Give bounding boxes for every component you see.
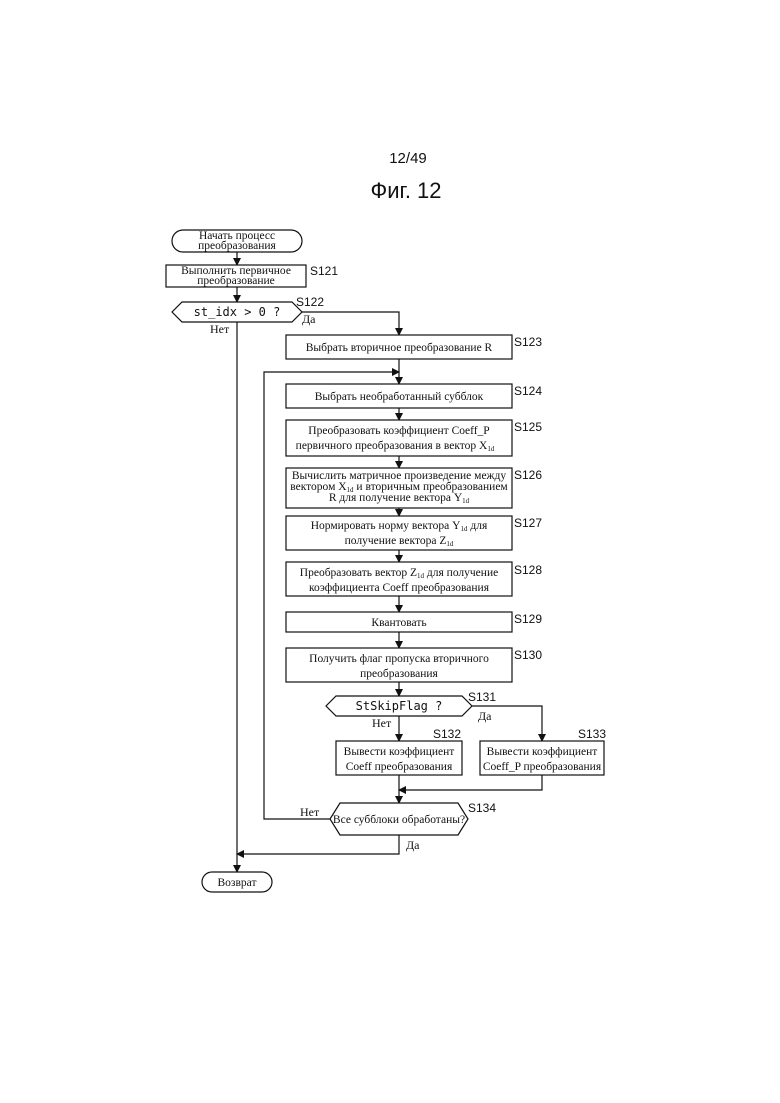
step-s133: Вывести коэффициент Coeff_P преобразован… [480, 727, 606, 775]
s134-condition: Все субблоки обработаны? [333, 814, 465, 826]
s121-step-label: S121 [310, 264, 338, 278]
step-s126: Вычислить матричное произведение между в… [286, 468, 542, 508]
step-s129: Квантовать S129 [286, 612, 542, 632]
step-s123: Выбрать вторичное преобразование R S123 [286, 335, 542, 359]
step-s128: Преобразовать вектор Z1d для получение к… [286, 562, 542, 596]
s126-step-label: S126 [514, 468, 542, 482]
s122-no-label: Нет [210, 322, 230, 336]
decision-s134: Все субблоки обработаны? S134 Нет Да [300, 801, 496, 852]
decision-s122: st_idx > 0 ? S122 Нет Да [172, 295, 324, 336]
s122-step-label: S122 [296, 295, 324, 309]
s133-line2: Coeff_P преобразования [483, 761, 602, 773]
s132-line1: Вывести коэффициент [344, 746, 455, 758]
end-label: Возврат [218, 877, 257, 889]
s130-line2: преобразования [360, 668, 438, 680]
s131-no-label: Нет [372, 716, 392, 730]
figure-title: Фиг. 12 [370, 178, 441, 203]
s126-line3: R для получение вектора Y1d [329, 492, 470, 505]
s128-line2: коэффициента Coeff преобразования [309, 582, 490, 594]
page-number: 12/49 [389, 150, 427, 167]
s123-line1: Выбрать вторичное преобразование R [306, 342, 493, 354]
s131-condition: StSkipFlag ? [356, 699, 443, 713]
s128-line1: Преобразовать вектор Z1d для получение [300, 567, 498, 580]
start-terminal: Начать процесс преобразования [172, 230, 302, 252]
end-terminal: Возврат [202, 872, 272, 892]
step-s121: Выполнить первичное преобразование S121 [166, 264, 338, 287]
decision-s131: StSkipFlag ? S131 Нет Да [326, 690, 496, 730]
s129-step-label: S129 [514, 612, 542, 626]
s131-step-label: S131 [468, 690, 496, 704]
s125-step-label: S125 [514, 420, 542, 434]
s134-yes-label: Да [406, 838, 420, 852]
s132-step-label: S132 [433, 727, 461, 741]
s132-line2: Coeff преобразования [346, 761, 453, 773]
s123-step-label: S123 [514, 335, 542, 349]
s130-step-label: S130 [514, 648, 542, 662]
s134-step-label: S134 [468, 801, 496, 815]
s129-line1: Квантовать [371, 617, 426, 629]
s121-line2: преобразование [197, 275, 275, 287]
step-s125: Преобразовать коэффициент Coeff_P первич… [286, 420, 542, 456]
s133-line1: Вывести коэффициент [487, 746, 598, 758]
s124-step-label: S124 [514, 384, 542, 398]
step-s127: Нормировать норму вектора Y1d для получе… [286, 516, 542, 550]
s122-yes-label: Да [302, 312, 316, 326]
s130-line1: Получить флаг пропуска вторичного [309, 653, 489, 665]
s125-line1: Преобразовать коэффициент Coeff_P [308, 425, 489, 437]
s125-line2: первичного преобразования в вектор X1d [296, 440, 495, 453]
s122-condition: st_idx > 0 ? [194, 305, 281, 319]
s128-step-label: S128 [514, 563, 542, 577]
step-s130: Получить флаг пропуска вторичного преобр… [286, 648, 542, 682]
s133-step-label: S133 [578, 727, 606, 741]
s124-line1: Выбрать необработанный субблок [315, 391, 484, 403]
s134-no-label: Нет [300, 805, 320, 819]
s131-yes-label: Да [478, 709, 492, 723]
s127-step-label: S127 [514, 516, 542, 530]
step-s124: Выбрать необработанный субблок S124 [286, 384, 542, 408]
s127-line2: получение вектора Z1d [345, 535, 454, 548]
start-label-line2: преобразования [198, 240, 276, 252]
